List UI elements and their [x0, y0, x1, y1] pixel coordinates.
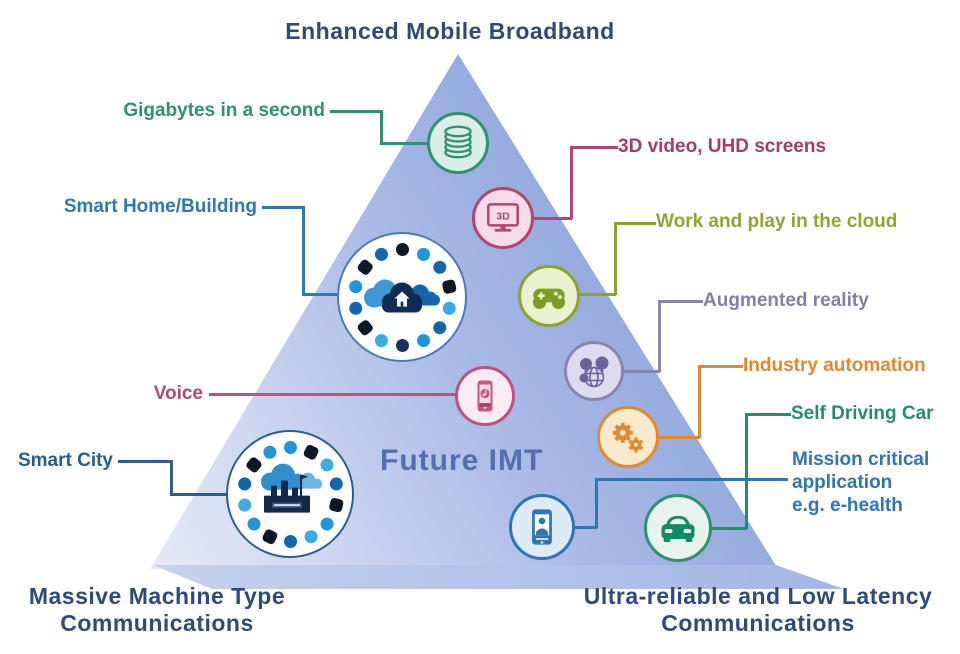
title-enhanced-mobile-broadband: Enhanced Mobile Broadband [285, 18, 615, 44]
connector-smart-home [302, 206, 305, 295]
ar-globe-icon [579, 356, 609, 388]
connector-gigabytes [380, 142, 428, 145]
car-node [644, 494, 712, 562]
connector-augmented-reality [624, 370, 660, 373]
connector-industry [659, 436, 700, 439]
car-icon [661, 515, 695, 542]
callout-label-mission-critical: Mission critical application e.g. e-heal… [792, 449, 930, 516]
callout-label-smart-city: Smart City [17, 450, 113, 471]
voice-phone-icon [477, 380, 493, 412]
connector-augmented-reality [658, 300, 703, 303]
connector-industry [698, 365, 701, 438]
ar-globe-node [564, 341, 624, 401]
corner-label-urllc: Ultra-reliable and Low Latency Communica… [583, 583, 933, 636]
voice-phone-node [455, 366, 515, 426]
callout-label-industry-automation: Industry automation [743, 355, 926, 376]
smart-city-cloud-icon [226, 430, 354, 558]
center-label-future-imt: Future IMT [380, 444, 544, 477]
gears-icon [612, 422, 644, 453]
connector-self-driving [712, 527, 747, 530]
svg-text:3D: 3D [496, 211, 510, 223]
connector-voice [209, 393, 456, 396]
connector-mission-critical [595, 478, 788, 481]
connector-work-play [580, 293, 616, 296]
connector-smart-home [302, 293, 339, 296]
ehealth-phone-node [509, 494, 575, 560]
callout-label-3d-video: 3D video, UHD screens [618, 136, 827, 157]
connector-work-play [614, 222, 617, 295]
gears-node [597, 406, 659, 468]
connector-smart-city [170, 460, 173, 496]
connector-3d-video [570, 146, 618, 149]
home-cloud-art [364, 279, 440, 313]
callout-label-augmented-reality: Augmented reality [703, 290, 869, 311]
corner-label-massive-mtc: Massive Machine Type Communications [28, 583, 286, 636]
tv-3d-node: 3D [472, 187, 534, 249]
connector-3d-video [570, 146, 573, 219]
connector-smart-home [262, 206, 304, 209]
callout-label-self-driving-car: Self Driving Car [791, 403, 934, 424]
city-cloud-art [261, 463, 322, 513]
game-controller-node [518, 265, 580, 327]
connector-gigabytes [330, 110, 382, 113]
connector-smart-city [118, 460, 172, 463]
database-icon [444, 125, 472, 159]
callout-label-gigabytes: Gigabytes in a second [123, 100, 325, 121]
database-node [427, 112, 489, 174]
tv-3d-icon: 3D [487, 203, 519, 232]
callout-label-smart-home: Smart Home/Building [63, 196, 257, 217]
connector-industry [698, 365, 743, 368]
connector-self-driving [745, 413, 791, 416]
connector-self-driving [745, 413, 748, 529]
game-controller-icon [532, 288, 566, 309]
connector-3d-video [534, 217, 572, 220]
connector-mission-critical [575, 526, 597, 529]
smart-home-cloud-icon [337, 232, 467, 362]
connector-work-play [614, 222, 656, 225]
connector-augmented-reality [658, 300, 661, 372]
callout-label-voice: Voice [153, 383, 203, 404]
connector-gigabytes [380, 110, 383, 145]
connector-mission-critical [595, 478, 598, 528]
ehealth-phone-icon [532, 509, 552, 545]
connector-smart-city [170, 493, 228, 496]
callout-label-work-play-cloud: Work and play in the cloud [656, 211, 898, 232]
